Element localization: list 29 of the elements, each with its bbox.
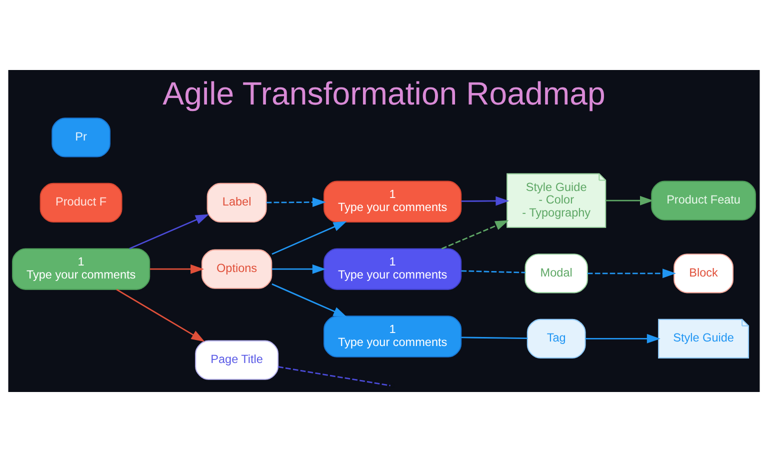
arrow	[585, 333, 660, 343]
node-box: Block	[674, 253, 734, 293]
node-box: Modal	[524, 253, 588, 293]
arrow	[606, 195, 654, 205]
arrow	[272, 264, 326, 274]
node-box: Tag	[526, 318, 586, 358]
arrow	[116, 288, 205, 342]
arrow	[461, 196, 510, 206]
diagram-title: Agile Transformation Roadmap	[162, 74, 606, 111]
node-box: Pr	[52, 117, 110, 157]
node-box: 1 Type your comments	[324, 315, 462, 357]
node-box: Product Featu	[651, 180, 756, 220]
connector	[461, 270, 526, 273]
arrow	[441, 220, 509, 249]
arrow	[272, 220, 347, 254]
node-box: Label	[206, 182, 267, 222]
connector	[461, 336, 528, 338]
arrow	[129, 214, 210, 249]
arrow	[587, 268, 676, 278]
arrow	[272, 282, 347, 316]
node-box: 1 Type your comments	[324, 180, 462, 222]
arrow	[266, 197, 326, 206]
node-box: 1 Type your comments	[12, 248, 150, 290]
arrow	[150, 264, 204, 274]
connector	[278, 366, 390, 386]
node-box: Page Title	[195, 340, 279, 380]
node-box: Options	[201, 248, 272, 288]
node-box: Product F	[40, 182, 122, 222]
node-box: 1 Type your comments	[324, 248, 462, 290]
